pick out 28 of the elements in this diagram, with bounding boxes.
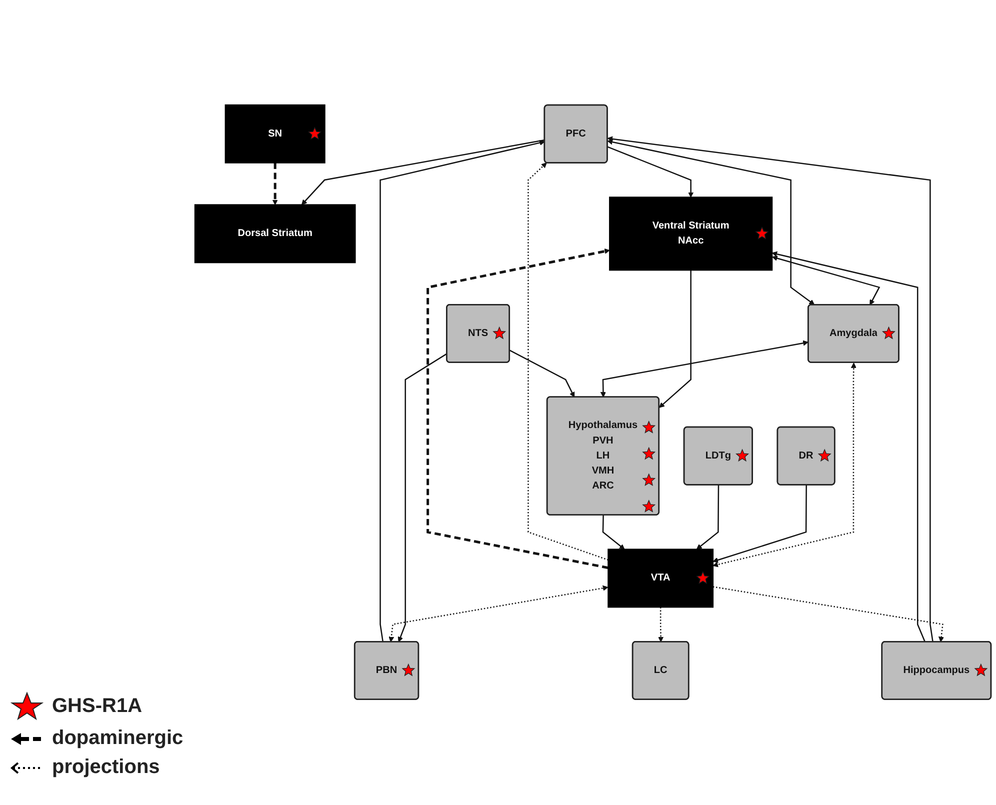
arrow: [301, 140, 545, 206]
arrow: [607, 136, 934, 642]
arrow: [712, 586, 944, 642]
arrow: [380, 140, 545, 642]
arrow: [658, 270, 692, 408]
arrow: [600, 340, 808, 398]
arrow: [712, 485, 807, 564]
node-box: Dorsal Striatum: [194, 204, 356, 264]
arrow: [772, 256, 880, 306]
node-box: SN: [224, 104, 326, 164]
arrow: [398, 353, 448, 642]
arrow: [272, 163, 278, 206]
arrow: [528, 162, 608, 561]
legend-text: projections: [52, 756, 160, 779]
arrow: [388, 586, 608, 642]
legend-text: GHS-R1A: [52, 694, 142, 718]
arrow: [426, 248, 610, 570]
arrow: [509, 350, 575, 398]
arrow: [696, 485, 720, 550]
arrow: [602, 515, 625, 550]
arrow: [658, 607, 664, 642]
legend-text: dopaminergic: [52, 727, 184, 750]
node-box: Ventral Striatum NAcc: [609, 196, 773, 272]
arrow: [607, 140, 815, 306]
arrow: [607, 146, 694, 198]
arrow: [712, 362, 856, 568]
arrow: [772, 252, 926, 642]
node-box: VTA: [608, 549, 714, 608]
